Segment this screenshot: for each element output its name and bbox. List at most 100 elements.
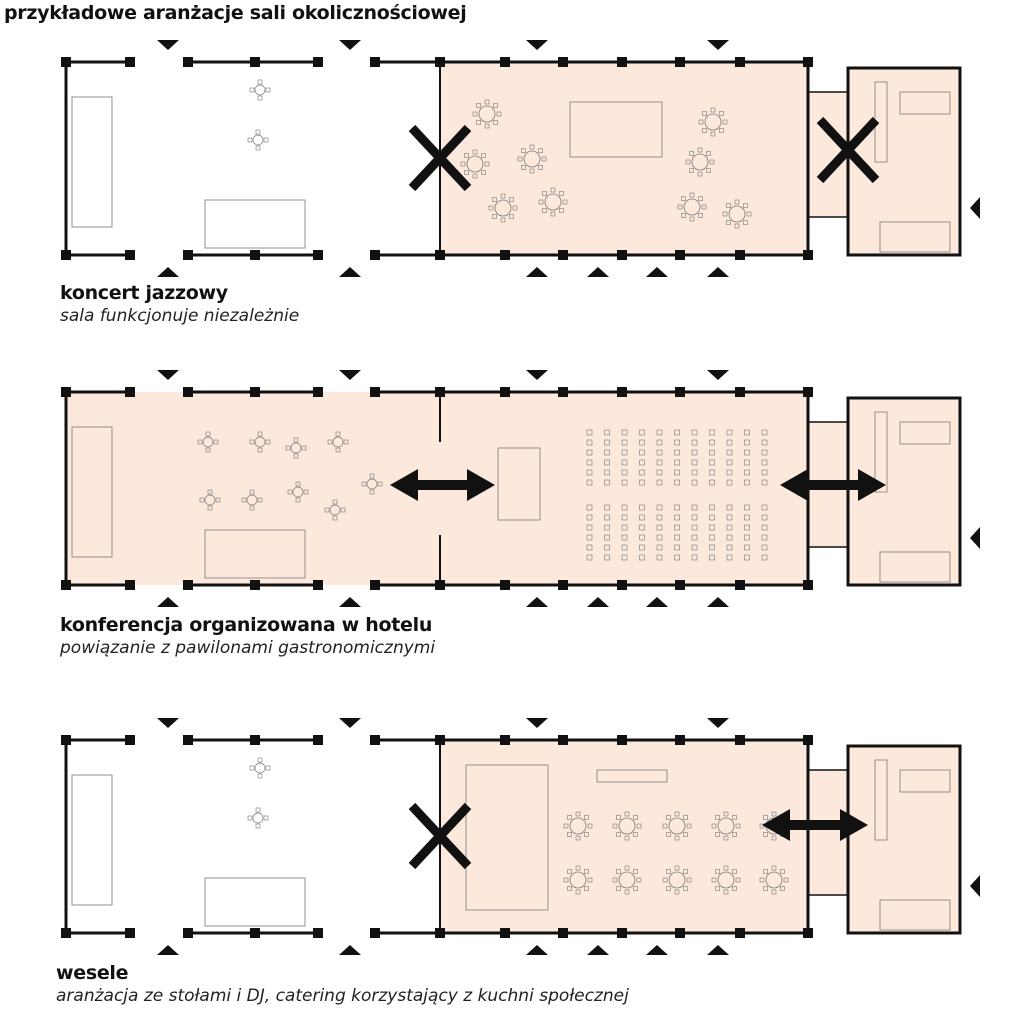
audience-chair [674, 429, 680, 436]
chair [612, 877, 618, 883]
entrance-arrow-icon [339, 370, 361, 380]
chair [567, 832, 572, 837]
chair [771, 835, 777, 841]
audience-chair [604, 554, 610, 561]
audience-chair [691, 479, 698, 486]
audience-chair [604, 524, 610, 531]
chair [541, 156, 547, 162]
chair [719, 111, 724, 116]
hall-fill [440, 62, 808, 255]
chair [584, 815, 589, 820]
table-top [523, 150, 541, 168]
chair [723, 889, 729, 895]
table-top [494, 199, 512, 217]
chair [255, 807, 261, 813]
entrance-arrow-icon [587, 945, 609, 955]
cafe-table [285, 437, 307, 459]
chair [685, 159, 691, 165]
chair [771, 889, 777, 895]
audience-chair [604, 504, 610, 511]
chair [674, 811, 680, 817]
chair [616, 832, 621, 837]
audience-chair [621, 439, 628, 446]
column [125, 250, 135, 260]
audience-chair [656, 554, 663, 561]
audience-chair [621, 534, 628, 541]
entrance-arrow-icon [157, 267, 179, 277]
round-table [685, 147, 715, 177]
audience-chair [761, 429, 768, 436]
entrance-arrow-icon [526, 267, 548, 277]
chair [369, 489, 375, 495]
entrance-arrow-icon [707, 945, 729, 955]
column [735, 928, 745, 938]
audience-chair [744, 534, 750, 541]
chair [709, 159, 715, 165]
chair [710, 131, 716, 137]
chair [662, 877, 668, 883]
chair [488, 205, 494, 211]
entrance-arrow-icon [707, 370, 729, 380]
audience-chair [621, 544, 628, 551]
chair [257, 79, 263, 85]
column [61, 580, 71, 590]
chair [732, 832, 737, 837]
column [183, 57, 193, 67]
table-top [202, 436, 214, 448]
chair [255, 129, 261, 135]
round-table [698, 107, 728, 137]
closed-connection-x-icon [408, 124, 472, 192]
cafe-table [249, 431, 271, 453]
chair [633, 869, 638, 874]
audience-chair [709, 449, 715, 456]
left-wing-fill [66, 392, 440, 585]
chair [587, 823, 593, 829]
audience-chair [674, 534, 680, 541]
round-table [711, 865, 741, 895]
audience-chair [621, 429, 628, 436]
chair [529, 144, 535, 150]
pavilion-kitchen [71, 774, 113, 906]
audience-chair [621, 524, 628, 531]
chair [484, 161, 490, 167]
chair [265, 87, 271, 93]
audience-chair [709, 534, 715, 541]
audience-chair [674, 469, 680, 476]
entrance-arrow-icon [339, 945, 361, 955]
entrance-arrow-icon [526, 40, 548, 50]
entrance-arrow-icon [157, 40, 179, 50]
chair [732, 815, 737, 820]
chair [575, 835, 581, 841]
chair [683, 832, 688, 837]
audience-chair [726, 429, 733, 436]
open-connection-arrow-icon [780, 469, 886, 501]
column [558, 580, 568, 590]
entrance-arrow-icon [157, 370, 179, 380]
round-table [612, 811, 642, 841]
cafe-table [327, 431, 349, 453]
round-table [662, 811, 692, 841]
column [558, 387, 568, 397]
chair [783, 877, 789, 883]
chair [293, 453, 299, 459]
audience-chair [726, 459, 733, 466]
audience-chair [656, 544, 663, 551]
chair [377, 481, 383, 487]
audience-chair [709, 524, 715, 531]
chair [666, 886, 671, 891]
chair [257, 773, 263, 779]
audience-chair [586, 514, 593, 521]
table-top [290, 442, 302, 454]
column [313, 57, 323, 67]
column [803, 250, 813, 260]
chair [293, 437, 299, 443]
audience-chair [744, 459, 750, 466]
chair [726, 220, 731, 225]
audience-chair [621, 459, 628, 466]
column [183, 928, 193, 938]
chair [563, 877, 569, 883]
chair [287, 489, 293, 495]
column [500, 928, 510, 938]
chair [681, 196, 686, 201]
chair [550, 187, 556, 193]
